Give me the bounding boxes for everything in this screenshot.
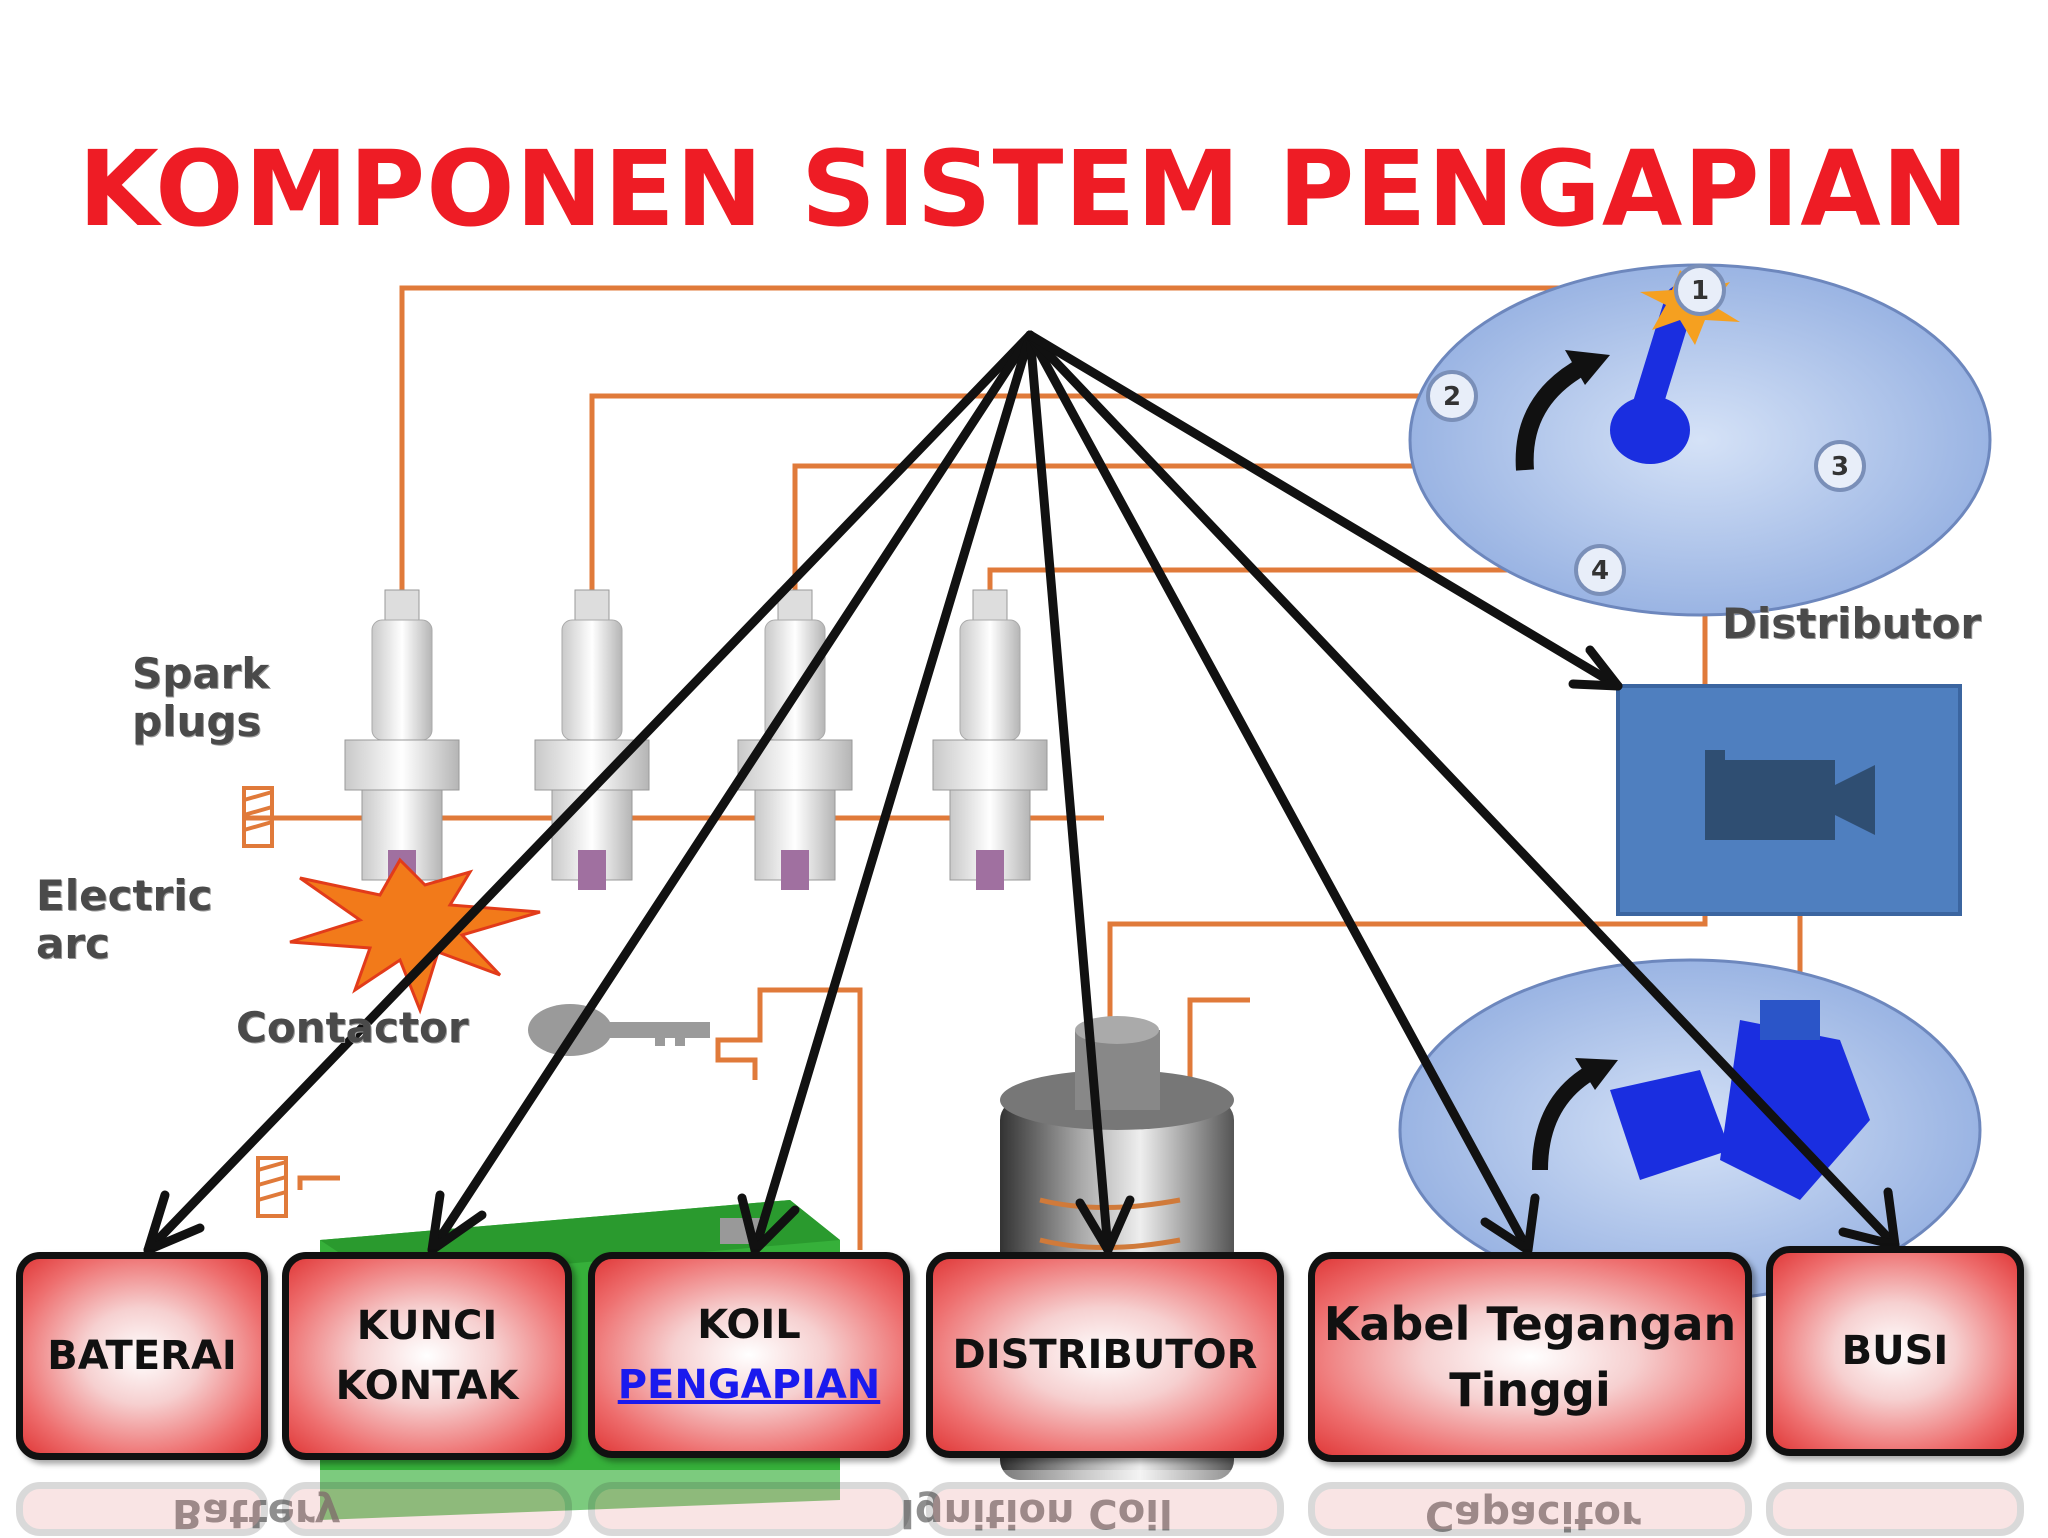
box-reflection	[588, 1482, 910, 1536]
box-distributor-label: DISTRIBUTOR	[952, 1332, 1258, 1378]
box-koil-line1: KOIL	[697, 1302, 801, 1348]
box-kabel-line2: Tinggi	[1449, 1363, 1611, 1417]
electric-arc-label: Electric arc	[36, 871, 213, 968]
electric-arc-burst	[289, 857, 541, 1015]
contactor-label: Contactor	[236, 1003, 469, 1052]
breaker-disc	[1398, 958, 1982, 1302]
video-camera-icon	[1705, 750, 1875, 840]
slide-title: KOMPONEN SISTEM PENGAPIAN	[78, 128, 1970, 250]
box-baterai: BATERAI	[16, 1252, 268, 1460]
box-kunci-kontak: KUNCI KONTAK	[282, 1252, 572, 1460]
box-reflection	[926, 1482, 1284, 1536]
spark-plugs-label: Spark plugs	[132, 649, 270, 746]
box-reflection	[1766, 1482, 2024, 1536]
box-baterai-label: BATERAI	[47, 1333, 237, 1379]
spark-plug-2	[534, 589, 650, 890]
ground-symbol	[242, 786, 288, 1218]
box-reflection	[1308, 1482, 1752, 1536]
box-distributor: DISTRIBUTOR	[926, 1252, 1284, 1458]
terminal-number-4: 4	[1591, 556, 1609, 586]
box-koil-pengapian: KOIL PENGAPIAN	[588, 1252, 910, 1458]
key-icon	[528, 1004, 710, 1056]
box-kabel-line1: Kabel Tegangan	[1323, 1297, 1737, 1351]
box-kunci-line2: KONTAK	[335, 1363, 519, 1409]
spark-plug-4	[932, 589, 1048, 890]
terminal-number-3: 3	[1831, 452, 1849, 482]
box-reflection	[282, 1482, 572, 1536]
box-busi-label: BUSI	[1841, 1328, 1949, 1374]
pointer-arrows	[143, 330, 1900, 1255]
distributor-cap	[1408, 263, 1992, 617]
reflection-strip	[0, 1470, 2048, 1536]
spark-plug-1	[344, 589, 460, 890]
terminal-number-2: 2	[1443, 382, 1461, 412]
box-busi: BUSI	[1766, 1246, 2024, 1456]
box-kabel-tegangan-tinggi: Kabel Tegangan Tinggi	[1308, 1252, 1752, 1462]
distributor-label: Distributor	[1722, 599, 1982, 648]
box-kunci-line1: KUNCI	[356, 1303, 498, 1349]
terminal-number-1: 1	[1691, 276, 1709, 306]
pengapian-link[interactable]: PENGAPIAN	[617, 1362, 881, 1408]
box-reflection	[16, 1482, 268, 1536]
terminal-numbers: 1 2 3 4	[1443, 276, 1849, 586]
distributor-terminals	[1426, 264, 1866, 596]
